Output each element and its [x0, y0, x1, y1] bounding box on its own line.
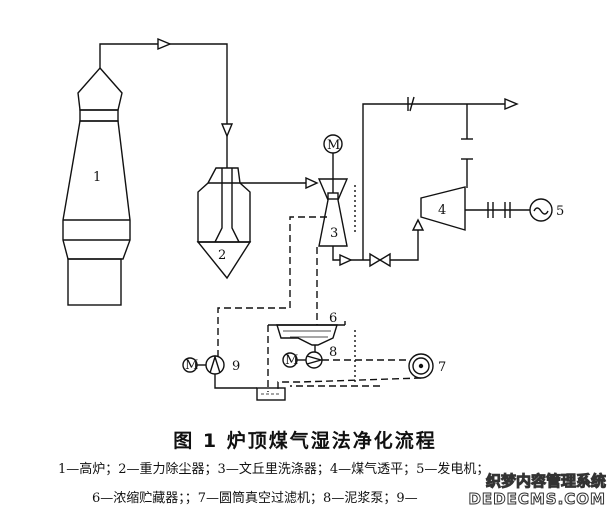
- ac-symbol-icon: [533, 207, 549, 215]
- motor-8: [282, 352, 298, 368]
- coupling-icon: [487, 202, 511, 218]
- label-6: 6: [329, 311, 337, 326]
- figure-title: 图 1 炉顶煤气湿法净化流程: [173, 430, 437, 452]
- thickener: [268, 321, 346, 352]
- label-8: 8: [329, 345, 337, 360]
- label-9: 9: [232, 359, 240, 374]
- flow-arrow-icon: [504, 97, 519, 111]
- dust-catcher: [196, 167, 252, 280]
- pump-icon: [306, 355, 324, 365]
- flow-arrow-icon: [157, 37, 172, 51]
- motor-icon: M: [185, 358, 198, 373]
- label-2: 2: [218, 248, 226, 263]
- watermark-line-2: DEDECMS.COM: [468, 490, 606, 509]
- valve-icon: [369, 252, 391, 268]
- break-symbol-icon: [407, 96, 415, 112]
- label-5: 5: [556, 204, 564, 219]
- water-tank: [256, 387, 286, 401]
- label-1: 1: [93, 170, 101, 185]
- water-lines: [217, 216, 422, 392]
- motor-9: [182, 357, 198, 373]
- label-7: 7: [438, 360, 446, 375]
- label-3: 3: [330, 226, 338, 241]
- bypass-pipe: [362, 103, 516, 260]
- gas-turbine: [420, 186, 466, 231]
- pump-icon: [209, 354, 221, 374]
- blast-furnace: [62, 66, 131, 306]
- flow-diagram: 1 2 M 3 4: [62, 37, 564, 401]
- motor-icon: M: [285, 353, 298, 368]
- flow-arrow-icon: [339, 253, 353, 267]
- generator: [529, 198, 553, 222]
- venturi-scrubber: [317, 134, 349, 247]
- watermark-line-1: 织梦内容管理系统: [485, 472, 606, 491]
- flow-arrow-icon: [305, 176, 319, 190]
- motor-icon: M: [327, 138, 340, 153]
- label-4: 4: [438, 203, 446, 218]
- flow-arrow-icon: [411, 218, 425, 231]
- legend-line-2: 6—浓缩贮藏器；；7—圆筒真空过滤机；8—泥浆泵；9—: [92, 491, 418, 506]
- gas-pipe-3: [332, 228, 419, 261]
- flow-arrow-icon: [220, 123, 234, 138]
- suction-pipe: [214, 374, 257, 389]
- legend-line-1: 1—高炉；2—重力除尘器；3—文丘里洗涤器；4—煤气透平；5—发电机；: [58, 462, 490, 477]
